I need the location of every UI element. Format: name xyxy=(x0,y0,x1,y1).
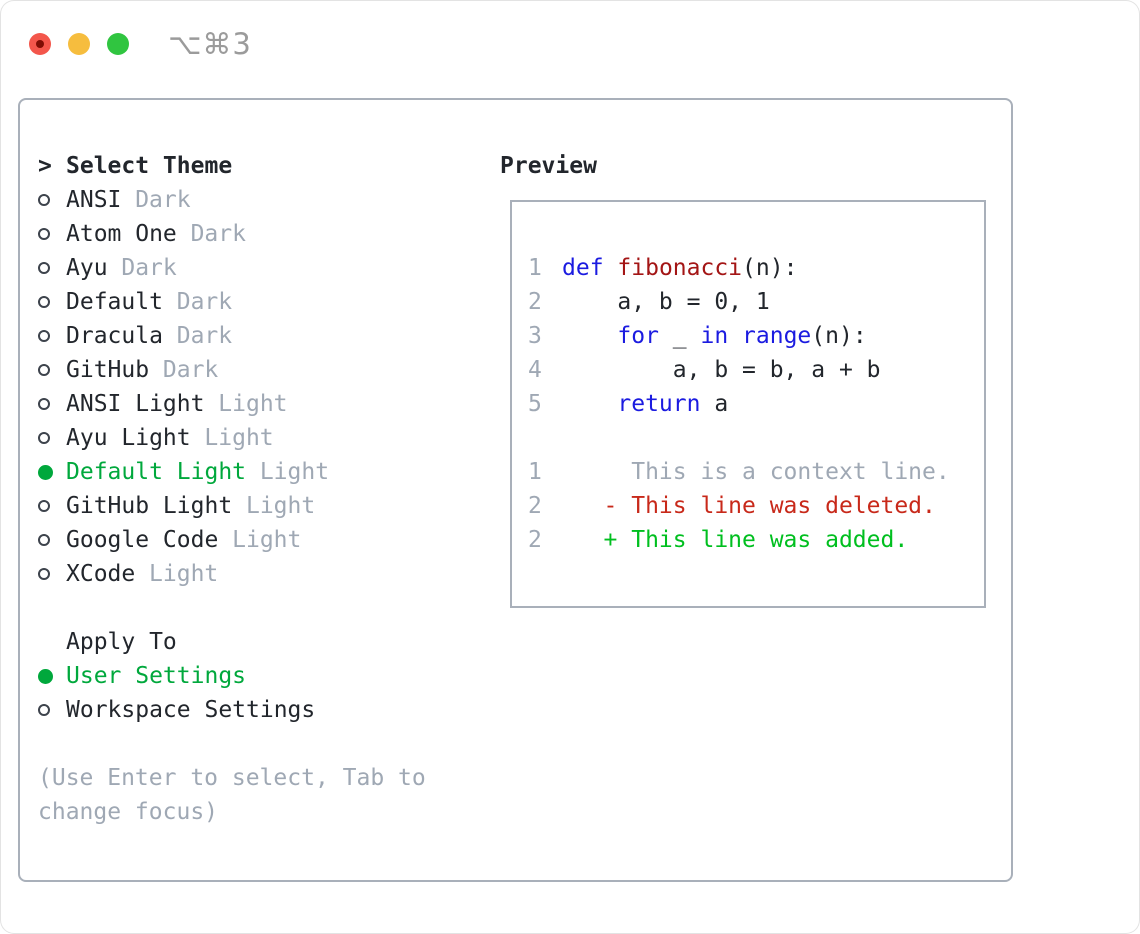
theme-variant-label: Light xyxy=(232,527,302,553)
cursor-arrow-icon: > xyxy=(38,153,52,179)
theme-option[interactable]: Default Dark xyxy=(38,285,440,319)
option-label: GitHub Light xyxy=(66,493,233,519)
theme-option[interactable]: ANSI Dark xyxy=(38,183,440,217)
apply-to-option[interactable]: Workspace Settings xyxy=(38,693,440,727)
theme-variant-label: Dark xyxy=(176,289,233,315)
option-label: Ayu xyxy=(66,255,108,281)
theme-variant-label: Light xyxy=(204,425,274,451)
apply-to-header: Apply To xyxy=(38,625,440,659)
theme-variant-label: Dark xyxy=(176,323,233,349)
option-label: GitHub xyxy=(66,357,150,383)
theme-option[interactable]: Dracula Dark xyxy=(38,319,440,353)
preview-line: 5 return a xyxy=(528,387,984,421)
radio-selected-icon xyxy=(38,464,66,480)
line-number: 2 xyxy=(528,493,542,519)
preview-heading: Preview xyxy=(500,153,597,179)
preview-line: 1 This is a context line. xyxy=(528,455,984,489)
window-title: ⌥⌘3 xyxy=(168,27,252,61)
titlebar: ⌥⌘3 xyxy=(29,27,252,61)
line-number: 1 xyxy=(528,459,542,485)
theme-variant-label: Light xyxy=(149,561,219,587)
theme-option[interactable]: Atom One Dark xyxy=(38,217,440,251)
theme-option[interactable]: Default Light Light xyxy=(38,455,440,489)
hint-text: (Use Enter to select, Tab to change focu… xyxy=(38,765,426,825)
radio-selected-icon xyxy=(38,668,66,684)
radio-icon xyxy=(38,330,66,342)
select-theme-header: > Select Theme xyxy=(38,149,440,183)
preview-line: 4 a, b = b, a + b xyxy=(528,353,984,387)
theme-option[interactable]: GitHub Dark xyxy=(38,353,440,387)
option-label: Default xyxy=(66,289,163,315)
preview-line: 2 a, b = 0, 1 xyxy=(528,285,984,319)
option-label: Default Light xyxy=(66,459,247,485)
option-label: Workspace Settings xyxy=(66,697,316,723)
option-label: Ayu Light xyxy=(66,425,191,451)
line-number: 4 xyxy=(528,357,542,383)
option-label: Atom One xyxy=(66,221,177,247)
theme-variant-label: Dark xyxy=(135,187,191,213)
spacer xyxy=(38,727,440,761)
theme-variant-label: Dark xyxy=(121,255,177,281)
option-label: ANSI Light xyxy=(66,391,205,417)
theme-variant-label: Dark xyxy=(162,357,219,383)
radio-icon xyxy=(38,534,66,546)
option-label: User Settings xyxy=(66,663,247,689)
apply-to-option[interactable]: User Settings xyxy=(38,659,440,693)
line-number: 2 xyxy=(528,527,542,553)
theme-variant-label: Light xyxy=(259,459,330,485)
option-label: Google Code xyxy=(66,527,219,553)
radio-icon xyxy=(38,432,66,444)
radio-icon xyxy=(38,364,66,376)
zoom-button[interactable] xyxy=(107,33,129,55)
theme-option[interactable]: Ayu Dark xyxy=(38,251,440,285)
radio-icon xyxy=(38,704,66,716)
radio-icon xyxy=(38,568,66,580)
option-label: Dracula xyxy=(66,323,163,349)
preview-line: 2 - This line was deleted. xyxy=(528,489,984,523)
line-number: 2 xyxy=(528,289,542,315)
theme-variant-label: Light xyxy=(245,493,316,519)
theme-option[interactable]: Ayu Light Light xyxy=(38,421,440,455)
preview-line: 2 + This line was added. xyxy=(528,523,984,557)
minimize-button[interactable] xyxy=(68,33,90,55)
radio-icon xyxy=(38,296,66,308)
preview-line: 3 for _ in range(n): xyxy=(528,319,984,353)
theme-option[interactable]: GitHub Light Light xyxy=(38,489,440,523)
section-title: Select Theme xyxy=(66,153,233,179)
radio-icon xyxy=(38,194,66,206)
radio-icon xyxy=(38,228,66,240)
radio-icon xyxy=(38,500,66,512)
theme-option[interactable]: XCode Light xyxy=(38,557,440,591)
line-number: 5 xyxy=(528,391,542,417)
line-number: 3 xyxy=(528,323,542,349)
line-number: 1 xyxy=(528,255,542,281)
close-button[interactable] xyxy=(29,33,51,55)
theme-option[interactable]: ANSI Light Light xyxy=(38,387,440,421)
radio-icon xyxy=(38,262,66,274)
radio-icon xyxy=(38,398,66,410)
option-label: XCode xyxy=(66,561,136,587)
theme-option[interactable]: Google Code Light xyxy=(38,523,440,557)
theme-variant-label: Light xyxy=(218,391,288,417)
spacer xyxy=(38,591,440,625)
section-title: Apply To xyxy=(66,629,177,655)
theme-variant-label: Dark xyxy=(190,221,246,247)
option-label: ANSI xyxy=(66,187,122,213)
preview-line xyxy=(528,421,984,455)
